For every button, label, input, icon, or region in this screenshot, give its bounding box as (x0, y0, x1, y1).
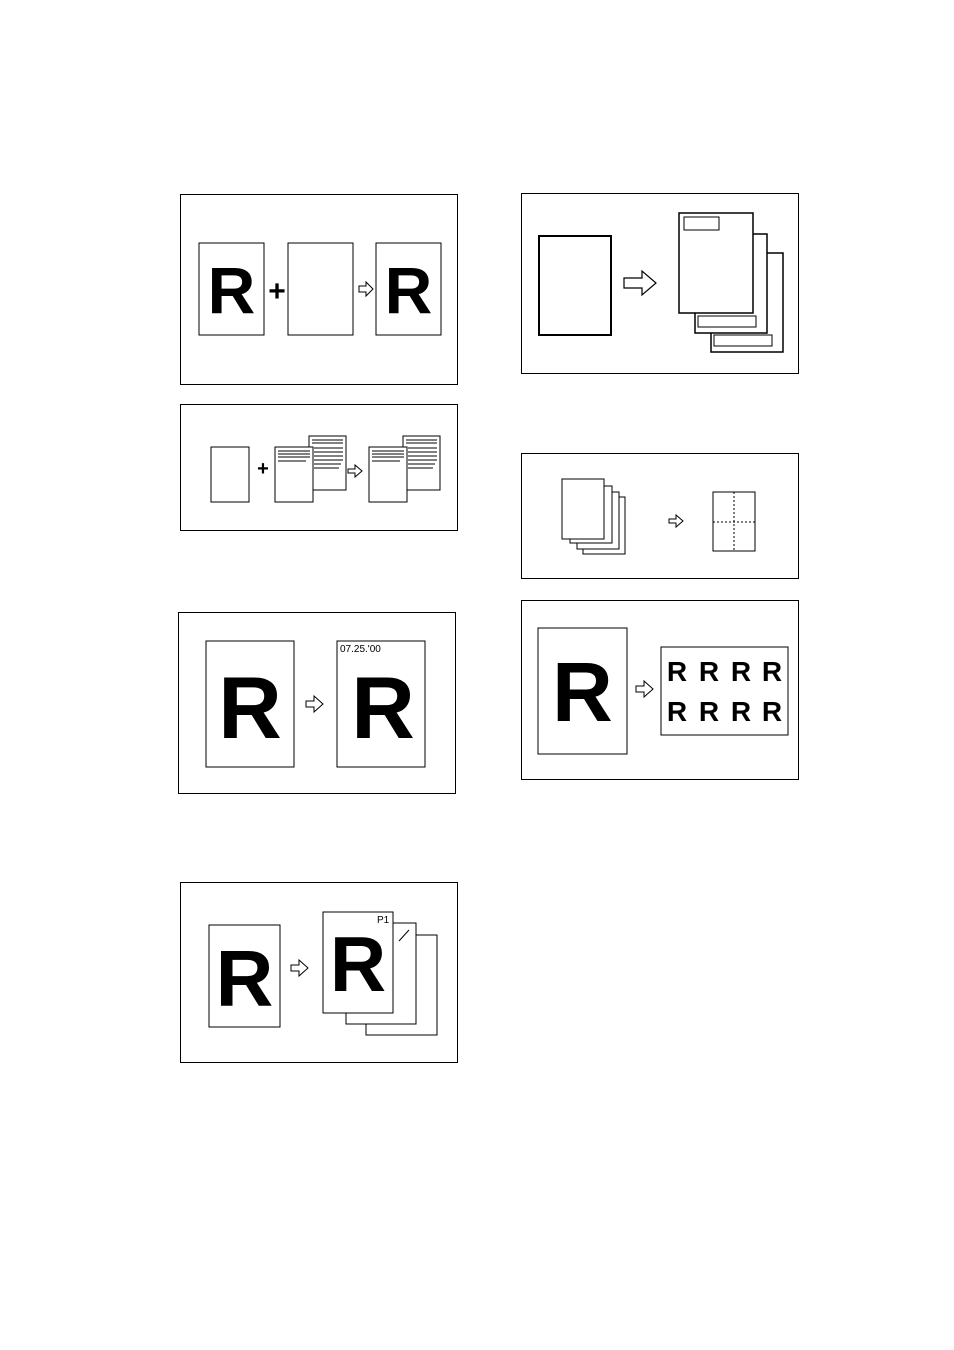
letter-r: R (218, 658, 282, 757)
panel-insert-pages: + (180, 404, 458, 531)
panel-page-numbering: R P1 R (180, 882, 458, 1063)
letter-r: R (552, 645, 613, 739)
label-box (684, 217, 719, 230)
blank-page (211, 447, 249, 502)
text-page-back (403, 436, 440, 490)
arrow-icon (636, 681, 653, 697)
overlay-page (288, 243, 353, 335)
insert-pages-diagram: + (181, 405, 459, 532)
source-page (539, 236, 611, 335)
letter-r: R (667, 656, 687, 687)
date-stamp-diagram: R 07.25.'00 R (179, 613, 457, 795)
panel-repeat-image: R R R R R R R R R (521, 600, 799, 780)
letter-r: R (731, 656, 751, 687)
page-numbering-diagram: R P1 R (181, 883, 459, 1064)
plus-icon: + (268, 275, 286, 308)
cover-sheets-diagram (522, 194, 800, 375)
letter-r: R (330, 920, 386, 1008)
arrow-icon (624, 271, 656, 295)
text-page-back (309, 436, 346, 490)
panel-cover-sheets (521, 193, 799, 374)
letter-r: R (731, 696, 751, 727)
arrow-icon (359, 282, 373, 296)
label-box (714, 335, 772, 346)
page-stack-1 (562, 479, 604, 539)
arrow-icon (669, 515, 683, 527)
text-page-front (275, 447, 313, 502)
panel-combine (521, 453, 799, 579)
letter-r: R (385, 253, 433, 327)
panel-date-stamp: R 07.25.'00 R (178, 612, 456, 794)
letter-r: R (762, 696, 782, 727)
arrow-icon (306, 696, 323, 712)
repeat-image-diagram: R R R R R R R R R (522, 601, 800, 781)
text-page-front (369, 447, 407, 502)
label-box (698, 316, 756, 327)
combine-diagram (522, 454, 800, 580)
letter-r: R (667, 696, 687, 727)
letter-r: R (216, 934, 274, 1023)
letter-r: R (351, 658, 415, 757)
letter-r: R (208, 253, 256, 327)
arrow-icon (348, 465, 362, 477)
panel-overlay: R + R (180, 194, 458, 385)
letter-r: R (762, 656, 782, 687)
letter-r: R (699, 696, 719, 727)
overlay-diagram: R + R (181, 195, 459, 386)
date-stamp-text: 07.25.'00 (340, 644, 381, 655)
plus-icon: + (257, 458, 269, 480)
letter-r: R (699, 656, 719, 687)
arrow-icon (291, 960, 308, 976)
